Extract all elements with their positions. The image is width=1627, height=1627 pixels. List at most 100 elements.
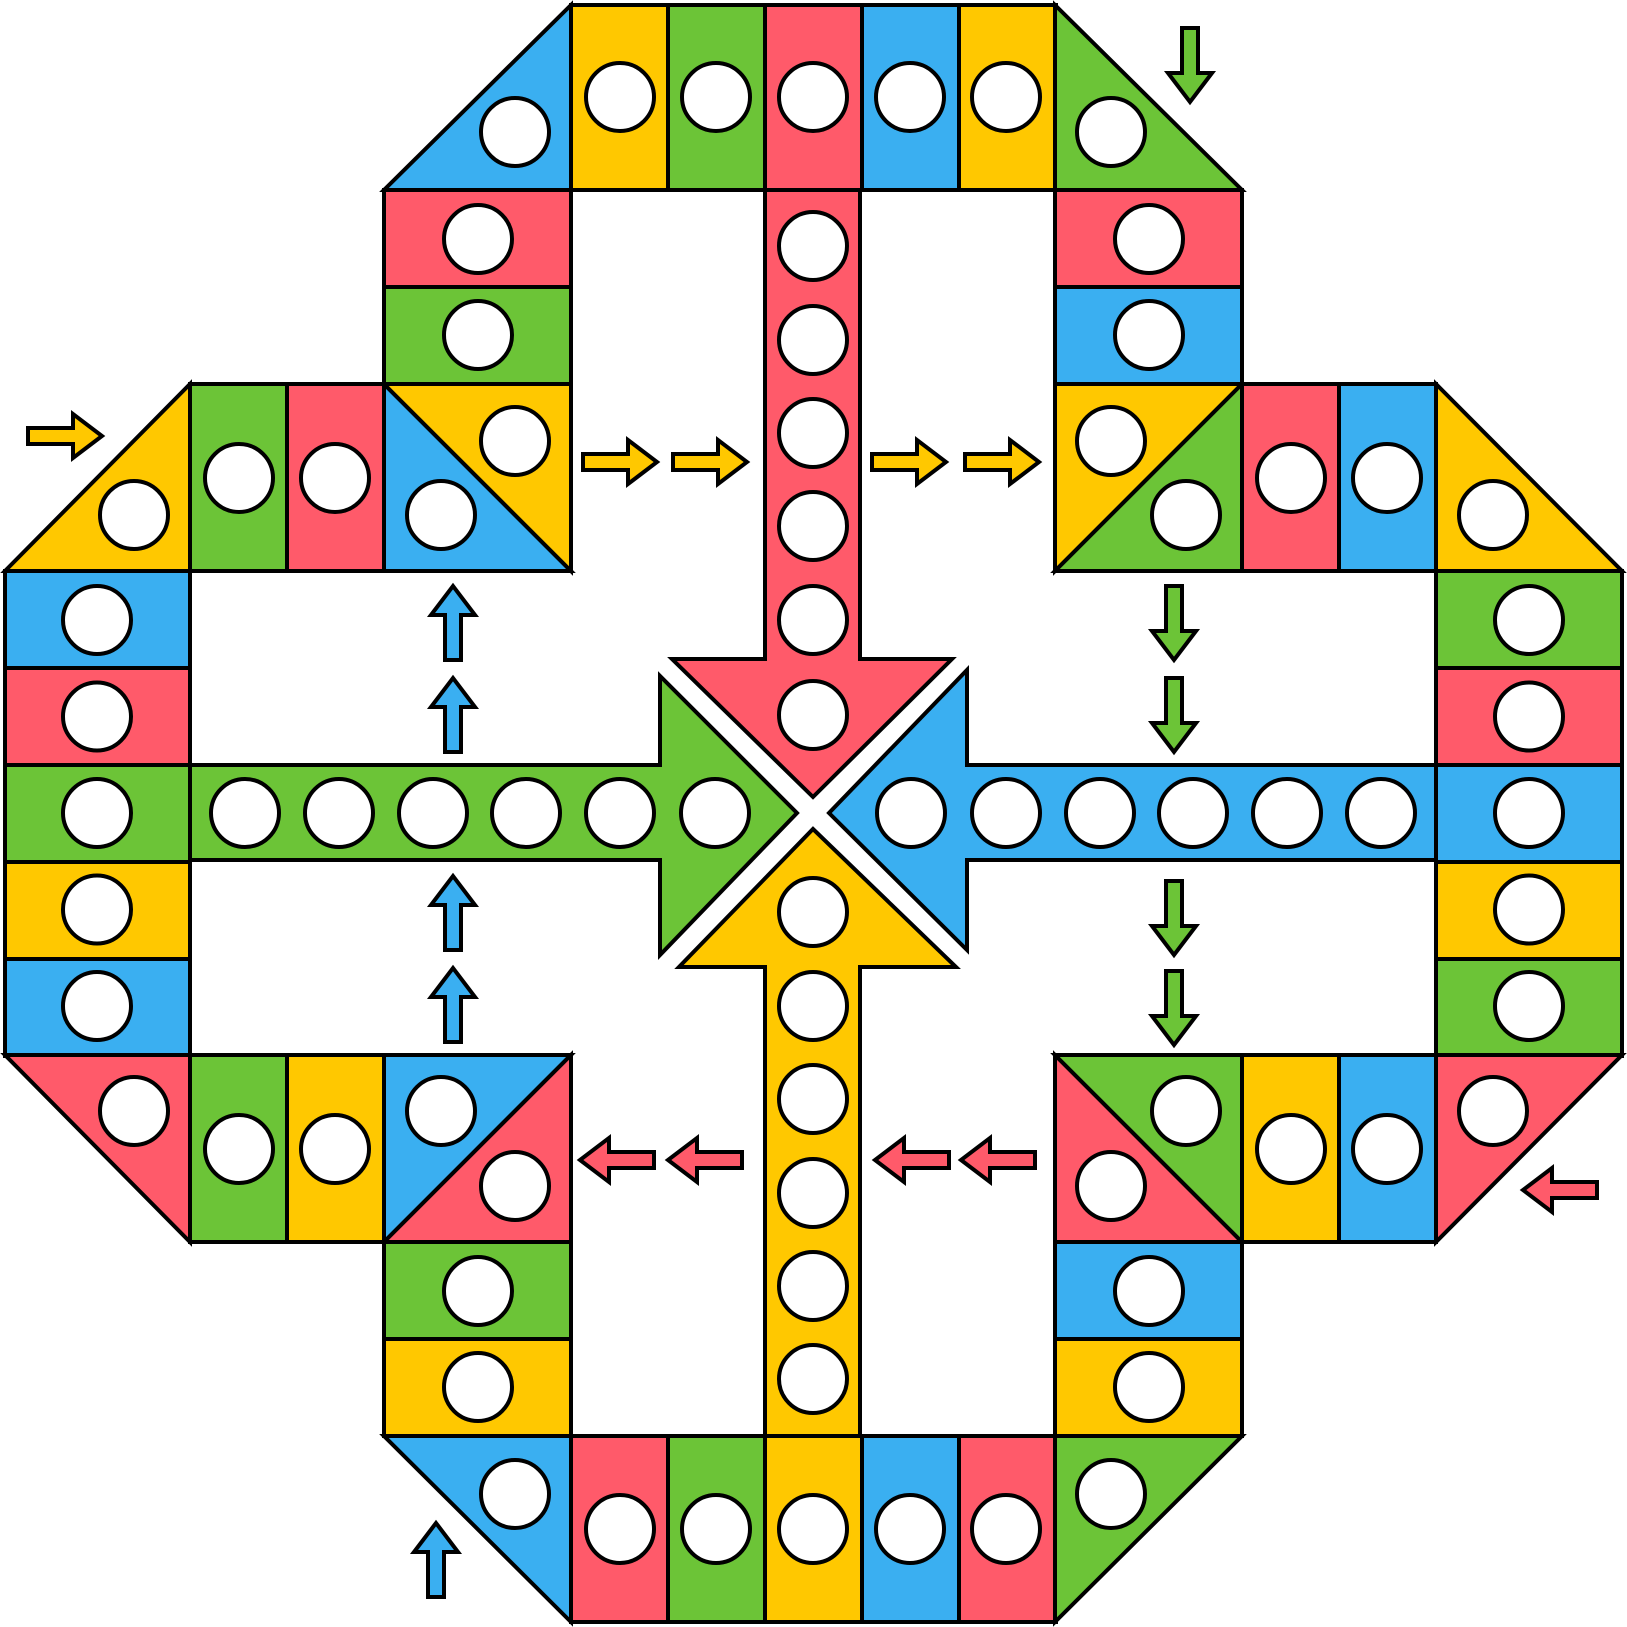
circle-spot-icon[interactable] <box>777 304 849 376</box>
circle-spot-icon[interactable] <box>479 96 551 168</box>
circle-spot-icon[interactable] <box>874 61 946 133</box>
circle-spot-icon[interactable] <box>970 1493 1042 1565</box>
circle-spot-icon[interactable] <box>584 777 656 849</box>
direction-arrow-icon <box>870 435 950 489</box>
circle-spot-icon[interactable] <box>680 1493 752 1565</box>
circle-spot-icon[interactable] <box>970 61 1042 133</box>
circle-spot-icon[interactable] <box>1493 970 1565 1042</box>
circle-spot-icon[interactable] <box>1113 1351 1185 1423</box>
circle-spot-icon[interactable] <box>777 584 849 656</box>
circle-spot-icon[interactable] <box>479 1458 551 1530</box>
circle-spot-icon[interactable] <box>61 584 133 656</box>
circle-spot-icon[interactable] <box>777 1343 849 1415</box>
circle-spot-icon[interactable] <box>442 1255 514 1327</box>
circle-spot-icon[interactable] <box>61 777 133 849</box>
circle-spot-icon[interactable] <box>303 777 375 849</box>
corner-triangle <box>1434 1053 1627 1247</box>
circle-spot-icon[interactable] <box>1345 777 1417 849</box>
circle-spot-icon[interactable] <box>777 210 849 282</box>
circle-spot-icon[interactable] <box>1075 1458 1147 1530</box>
circle-spot-icon[interactable] <box>1457 479 1529 551</box>
circle-spot-icon[interactable] <box>777 490 849 562</box>
circle-spot-icon[interactable] <box>777 61 849 133</box>
circle-spot-icon[interactable] <box>442 203 514 275</box>
direction-arrow-icon <box>576 1133 656 1187</box>
circle-spot-icon[interactable] <box>1150 1075 1222 1147</box>
circle-spot-icon[interactable] <box>479 405 551 477</box>
circle-spot-icon[interactable] <box>442 299 514 371</box>
circle-spot-icon[interactable] <box>1075 405 1147 477</box>
direction-arrow-icon <box>957 1133 1037 1187</box>
circle-spot-icon[interactable] <box>777 1250 849 1322</box>
circle-spot-icon[interactable] <box>1075 1150 1147 1222</box>
circle-spot-icon[interactable] <box>777 1493 849 1565</box>
circle-spot-icon[interactable] <box>777 970 849 1042</box>
circle-spot-icon[interactable] <box>203 442 275 514</box>
circle-spot-icon[interactable] <box>1493 680 1565 753</box>
circle-spot-icon[interactable] <box>777 397 849 469</box>
circle-spot-icon[interactable] <box>874 1493 946 1565</box>
circle-spot-icon[interactable] <box>777 876 849 948</box>
circle-spot-icon[interactable] <box>1351 1113 1423 1185</box>
direction-arrow-icon <box>870 435 950 489</box>
circle-spot-icon[interactable] <box>1255 1113 1327 1185</box>
direction-arrow-icon <box>664 1133 744 1187</box>
direction-arrow-icon <box>963 435 1043 489</box>
circle-spot-icon[interactable] <box>777 1063 849 1135</box>
corner-triangle <box>1434 379 1627 573</box>
corner-triangle <box>379 1434 573 1627</box>
circle-spot-icon[interactable] <box>299 1113 371 1185</box>
circle-spot-icon[interactable] <box>584 1493 656 1565</box>
circle-spot-icon[interactable] <box>98 479 170 551</box>
home-arrow-icon <box>1519 1163 1599 1217</box>
direction-arrow-icon <box>871 1133 951 1187</box>
circle-spot-icon[interactable] <box>1493 873 1565 946</box>
circle-spot-icon[interactable] <box>1075 96 1147 168</box>
circle-spot-icon[interactable] <box>1457 1075 1529 1147</box>
direction-arrow-icon <box>426 964 480 1044</box>
direction-arrow-icon <box>664 1133 744 1187</box>
circle-spot-icon[interactable] <box>777 1157 849 1229</box>
circle-spot-icon[interactable] <box>61 970 133 1042</box>
circle-spot-icon[interactable] <box>679 777 751 849</box>
circle-spot-icon[interactable] <box>299 442 371 514</box>
circle-spot-icon[interactable] <box>1113 299 1185 371</box>
circle-spot-icon[interactable] <box>405 479 477 551</box>
circle-spot-icon[interactable] <box>397 777 469 849</box>
circle-spot-icon[interactable] <box>1493 777 1565 849</box>
circle-spot-icon[interactable] <box>1150 479 1222 551</box>
circle-spot-icon[interactable] <box>1255 442 1327 514</box>
circle-spot-icon[interactable] <box>209 777 281 849</box>
circle-spot-icon[interactable] <box>61 680 133 753</box>
circle-spot-icon[interactable] <box>490 777 562 849</box>
circle-spot-icon[interactable] <box>777 679 849 751</box>
circle-spot-icon[interactable] <box>875 777 947 849</box>
circle-spot-icon[interactable] <box>405 1075 477 1147</box>
circle-spot-icon[interactable] <box>203 1113 275 1185</box>
circle-spot-icon[interactable] <box>61 873 133 946</box>
circle-spot-icon[interactable] <box>1493 584 1565 656</box>
circle-spot-icon[interactable] <box>1113 203 1185 275</box>
circle-spot-icon[interactable] <box>970 777 1042 849</box>
circle-spot-icon[interactable] <box>98 1075 170 1147</box>
home-arrow-icon <box>26 409 106 463</box>
circle-spot-icon[interactable] <box>1157 777 1229 849</box>
corner-triangle <box>0 379 192 573</box>
circle-spot-icon[interactable] <box>1113 1255 1185 1327</box>
home-arrow-icon <box>409 1519 463 1599</box>
circle-spot-icon[interactable] <box>680 61 752 133</box>
direction-arrow-icon <box>426 964 480 1044</box>
home-arrow-icon <box>1519 1163 1599 1217</box>
direction-arrow-icon <box>426 674 480 754</box>
direction-arrow-icon <box>871 1133 951 1187</box>
circle-spot-icon[interactable] <box>479 1150 551 1222</box>
circle-spot-icon[interactable] <box>1251 777 1323 849</box>
direction-arrow-icon <box>963 435 1043 489</box>
circle-spot-icon[interactable] <box>584 61 656 133</box>
circle-spot-icon[interactable] <box>1351 442 1423 514</box>
circle-spot-icon[interactable] <box>442 1351 514 1423</box>
direction-arrows <box>26 26 1599 1599</box>
direction-arrow-icon <box>426 674 480 754</box>
circle-spot-icon[interactable] <box>1064 777 1136 849</box>
